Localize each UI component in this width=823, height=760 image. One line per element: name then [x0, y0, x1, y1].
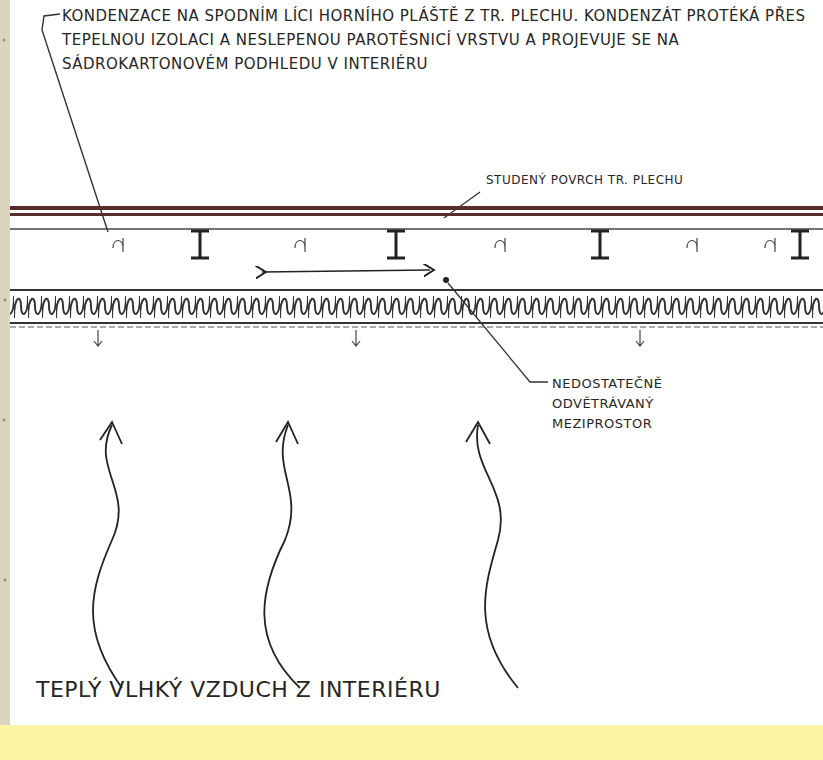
purlin-symbol: [387, 231, 405, 258]
note-text: KONDENZACE NA SPODNÍM LÍCI HORNÍHO PLÁŠT…: [62, 4, 814, 76]
callout-text: STUDENÝ POVRCH TR. PLECHU: [486, 172, 806, 188]
purlin-symbol: [591, 231, 609, 258]
condensation-mark: [113, 238, 123, 252]
purlin-symbol: [191, 231, 209, 258]
condensation-mark: [295, 238, 305, 252]
condensation-mark: [765, 238, 775, 252]
caption-text: TEPLÝ VLHKÝ VZDUCH Z INTERIÉRU: [36, 676, 596, 704]
purlin-symbol: [791, 231, 809, 258]
callout-text: NEDOSTATEČNĚ ODVĚTRÁVANÝ MEZIPROSTOR: [552, 374, 702, 434]
condensation-mark: [495, 238, 505, 252]
condensation-mark: [687, 238, 697, 252]
